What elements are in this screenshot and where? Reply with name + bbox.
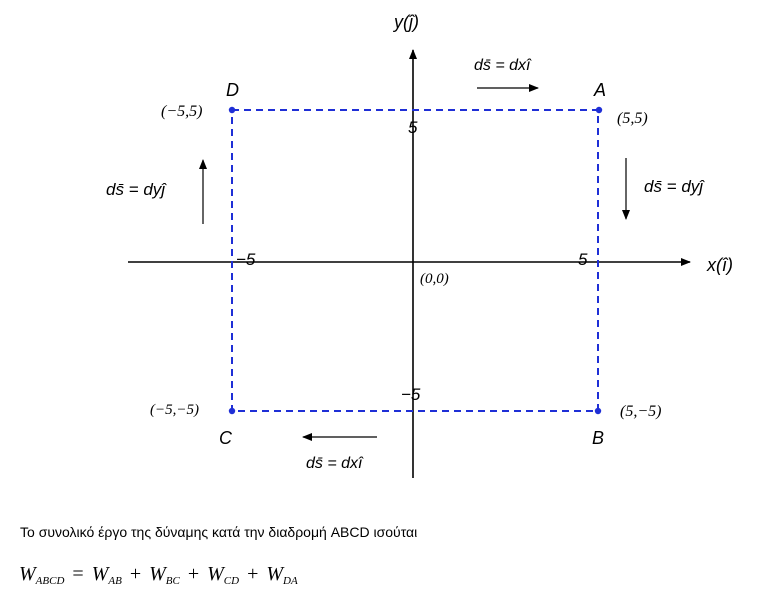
tick-x-left: −5 xyxy=(236,250,256,269)
eq-term-ab: W xyxy=(91,563,109,585)
ds-label-bottom: ds̄ = dxî xyxy=(306,455,364,472)
ds-label-right: ds̄ = dyĵ xyxy=(644,177,705,196)
ds-label-left: ds̄ = dyĵ xyxy=(106,180,167,199)
eq-term-cd-sub: CD xyxy=(223,575,240,587)
tick-y-bottom: −5 xyxy=(401,385,421,404)
eq-term-da-sub: DA xyxy=(283,575,298,587)
eq-plus-3: + xyxy=(247,563,259,585)
y-axis-label: y(ĵ) xyxy=(392,12,419,32)
corner-d-coords: (−5,5) xyxy=(161,103,202,120)
corner-c-coords: (−5,−5) xyxy=(150,402,199,418)
corner-b-coords: (5,−5) xyxy=(620,403,661,420)
corner-b-label: B xyxy=(592,428,604,448)
work-equation: WABCD = WAB + WBC + WCD + WDA xyxy=(19,563,298,587)
origin-label: (0,0) xyxy=(420,271,449,287)
eq-lhs: W xyxy=(19,563,36,585)
corner-d-label: D xyxy=(226,80,239,100)
ds-label-top: ds̄ = dxî xyxy=(474,57,532,74)
eq-plus-2: + xyxy=(187,563,200,585)
x-axis-label: x(î) xyxy=(706,255,733,275)
corner-a-label: A xyxy=(593,80,606,100)
point-c xyxy=(228,407,236,415)
point-a xyxy=(595,106,603,114)
point-b xyxy=(594,407,602,415)
eq-term-ab-sub: AB xyxy=(108,575,122,587)
eq-lhs-sub: ABCD xyxy=(35,575,65,587)
eq-plus-1: + xyxy=(129,563,142,585)
eq-term-bc: W xyxy=(149,563,166,585)
eq-equals: = xyxy=(72,563,84,585)
eq-term-bc-sub: BC xyxy=(165,575,180,587)
path-abcd xyxy=(231,109,599,412)
corner-a-coords: (5,5) xyxy=(617,110,648,127)
tick-x-right: 5 xyxy=(578,250,588,269)
corner-c-label: C xyxy=(219,428,233,448)
eq-term-cd: W xyxy=(207,563,224,585)
tick-y-top: 5 xyxy=(408,118,418,137)
caption-text: Το συνολικό έργο της δύναμης κατά την δι… xyxy=(20,524,418,540)
point-d xyxy=(228,106,236,114)
eq-term-da: W xyxy=(266,563,284,585)
